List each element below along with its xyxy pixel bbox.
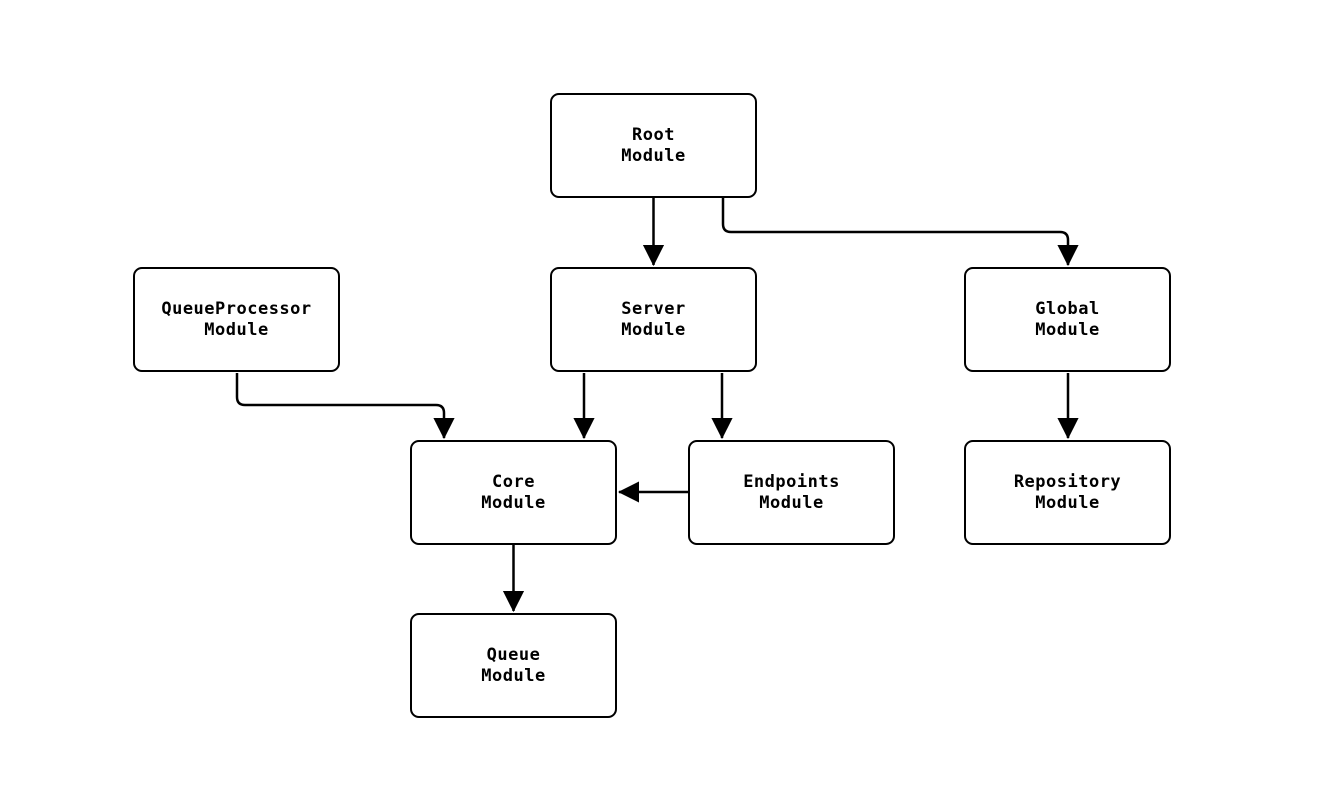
node-label-line: Repository [1013, 471, 1122, 492]
node-label-line: Queue [486, 644, 541, 665]
node-label-line: Module [481, 665, 546, 686]
node-label-line: Module [759, 492, 824, 513]
node-label-line: Core [492, 471, 535, 492]
node-label-line: Module [621, 145, 686, 166]
node-label-line: Module [1035, 492, 1100, 513]
node-label-line: Module [204, 319, 269, 340]
node-label-line: Module [481, 492, 546, 513]
node-label-line: Global [1035, 298, 1100, 319]
node-label-line: Module [621, 319, 686, 340]
node-label-line: Endpoints [743, 471, 840, 492]
edge-queueprocessor-module-to-core-module [235, 373, 455, 440]
edge-root-module-to-global-module [721, 198, 1079, 267]
node-label-line: Module [1035, 319, 1100, 340]
node-label-line: QueueProcessor [161, 298, 312, 319]
node-label-line: Server [621, 298, 686, 319]
node-label-line: Root [632, 124, 675, 145]
